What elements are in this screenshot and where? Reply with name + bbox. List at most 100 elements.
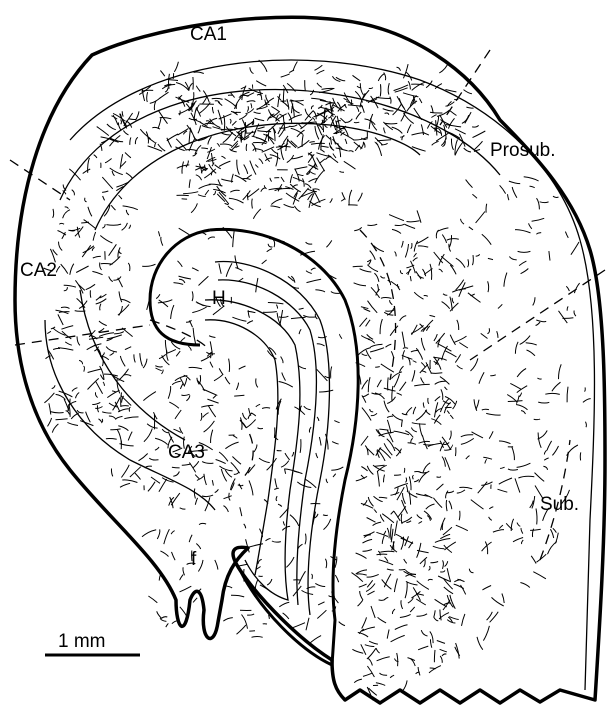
fiber-stroke xyxy=(311,106,313,109)
fiber-stroke xyxy=(279,316,289,317)
fiber-stroke xyxy=(472,125,479,127)
fiber-stroke xyxy=(88,158,90,173)
fiber-stroke xyxy=(508,469,518,470)
fiber-stroke xyxy=(571,242,579,255)
fiber-stroke xyxy=(102,412,111,413)
fiber-stroke xyxy=(424,511,432,520)
fiber-stroke xyxy=(366,320,371,327)
fiber-stroke xyxy=(262,408,270,409)
fiber-stroke xyxy=(123,131,128,135)
fiber-stroke xyxy=(297,140,309,148)
fiber-stroke xyxy=(403,493,406,504)
fiber-stroke xyxy=(368,339,375,343)
fiber-stroke xyxy=(165,88,168,93)
fiber-stroke xyxy=(59,223,64,224)
fiber-stroke xyxy=(317,70,325,74)
fiber-stroke xyxy=(437,477,441,478)
fiber-stroke xyxy=(390,97,391,104)
fiber-stroke xyxy=(390,300,393,305)
fiber-stroke xyxy=(195,498,197,505)
fiber-stroke xyxy=(394,579,397,593)
fiber-stroke xyxy=(77,298,85,307)
fiber-stroke xyxy=(392,609,395,614)
fiber-stroke xyxy=(367,224,377,225)
fiber-stroke xyxy=(123,206,138,210)
fiber-stroke xyxy=(319,390,333,392)
fiber-stroke xyxy=(232,121,236,125)
fiber-stroke xyxy=(246,419,256,428)
fiber-stroke xyxy=(157,611,162,618)
fiber-stroke xyxy=(181,394,189,395)
fiber-stroke xyxy=(395,625,408,630)
fiber-stroke xyxy=(159,479,167,492)
fiber-stroke xyxy=(402,332,405,348)
fiber-stroke xyxy=(401,514,402,524)
fiber-stroke xyxy=(400,614,411,617)
fiber-stroke xyxy=(449,118,455,128)
fiber-stroke xyxy=(229,359,230,372)
fiber-stroke xyxy=(251,413,256,416)
fiber-stroke xyxy=(509,181,520,184)
fiber-stroke xyxy=(147,424,158,428)
fiber-stroke xyxy=(65,342,72,345)
fiber-stroke xyxy=(59,242,63,251)
fiber-stroke xyxy=(317,83,322,87)
fiber-stroke xyxy=(500,467,505,468)
fiber-stroke xyxy=(215,165,221,169)
fiber-stroke xyxy=(379,560,393,565)
fiber-stroke xyxy=(367,591,374,595)
fiber-stroke xyxy=(370,118,377,130)
fiber-stroke xyxy=(500,185,506,193)
fiber-stroke xyxy=(377,657,390,661)
fiber-stroke xyxy=(244,165,248,174)
fiber-stroke xyxy=(278,94,280,107)
fiber-stroke xyxy=(208,237,215,239)
fiber-stroke xyxy=(102,191,108,192)
fiber-stroke xyxy=(149,458,158,460)
fiber-stroke xyxy=(362,380,368,390)
fiber-stroke xyxy=(441,389,443,400)
fiber-stroke xyxy=(429,666,441,673)
fiber-stroke xyxy=(193,153,197,156)
fiber-stroke xyxy=(330,198,333,202)
fiber-stroke xyxy=(92,247,94,251)
fiber-stroke xyxy=(430,112,442,113)
fiber-stroke xyxy=(240,417,242,429)
fiber-stroke xyxy=(258,559,262,564)
fiber-stroke xyxy=(177,165,190,168)
fiber-stroke xyxy=(389,215,404,221)
fiber-stroke xyxy=(362,354,368,356)
fiber-stroke xyxy=(179,279,185,283)
fiber-stroke xyxy=(76,266,88,273)
fiber-stroke xyxy=(387,416,393,418)
fiber-stroke xyxy=(221,156,225,158)
fiber-stroke xyxy=(142,264,155,266)
fiber-stroke xyxy=(323,515,328,516)
fiber-stroke xyxy=(328,155,338,163)
fiber-stroke xyxy=(417,581,429,590)
fiber-stroke xyxy=(476,400,479,410)
fiber-stroke xyxy=(194,489,195,499)
label-subiculum: Sub. xyxy=(540,494,579,515)
fiber-stroke xyxy=(368,497,373,506)
label-ca3: CA3 xyxy=(168,442,205,463)
fiber-stroke xyxy=(134,354,135,362)
fiber-stroke xyxy=(291,128,303,134)
fiber-stroke xyxy=(466,180,473,188)
fiber-stroke xyxy=(119,250,122,253)
fiber-stroke xyxy=(279,602,289,607)
fiber-stroke xyxy=(434,650,435,662)
fiber-stroke xyxy=(70,264,74,275)
fiber-stroke xyxy=(237,625,246,634)
fiber-stroke xyxy=(466,107,473,108)
fiber-stroke xyxy=(471,500,484,510)
fiber-stroke xyxy=(205,190,209,195)
fiber-stroke xyxy=(156,294,160,298)
fiber-stroke xyxy=(269,615,270,619)
fiber-stroke xyxy=(229,198,244,203)
fiber-stroke xyxy=(241,122,253,129)
fiber-stroke xyxy=(109,276,113,281)
fiber-stroke xyxy=(306,242,313,244)
fiber-stroke xyxy=(411,325,423,333)
hilus-boundary xyxy=(205,320,278,575)
